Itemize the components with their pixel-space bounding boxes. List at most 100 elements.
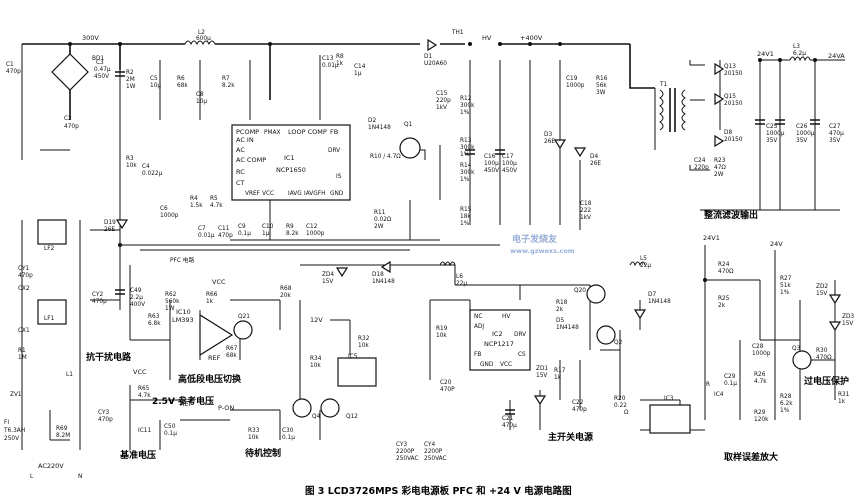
ic1-pin-fb: FB: [330, 128, 338, 136]
rail-hv: HV: [482, 34, 492, 42]
component-label: Q13: [724, 64, 736, 70]
components: [37, 38, 842, 434]
diode-symbols: [115, 38, 842, 406]
component-label: 22μ: [640, 263, 651, 269]
component-label: R10 / 4.7Ω: [370, 154, 401, 160]
component-label: IC5: [348, 354, 358, 360]
component-label: R63: [148, 314, 160, 320]
component-label: TH1: [451, 30, 464, 36]
component-label: R1: [18, 348, 26, 354]
component-label: 470p: [218, 233, 233, 239]
component-label: R17: [554, 368, 566, 374]
ic2-box: [469, 309, 531, 371]
component-label: 250V: [4, 436, 19, 442]
component-label: 8.2k: [222, 83, 235, 89]
component-label: R8: [336, 54, 344, 60]
component-label: C18: [580, 201, 592, 207]
component-label: R12: [460, 96, 472, 102]
component-label: C22: [572, 400, 584, 406]
component-label: 35V: [829, 138, 840, 144]
component-label: R20: [614, 396, 626, 402]
component-label: 222: [580, 208, 591, 214]
component-label: 1k: [336, 61, 344, 67]
component-label: 10k: [436, 333, 447, 339]
transformer-t1: [659, 88, 686, 132]
ic5-opto: [337, 357, 377, 387]
section-ovp: 过电压保护: [804, 375, 849, 387]
component-label: R28: [780, 394, 792, 400]
component-label: D7: [648, 292, 656, 298]
ic3-opto: [649, 404, 691, 434]
component-label: R: [706, 382, 710, 388]
ic1-pin-pmax: PMAX: [264, 130, 280, 136]
component-label: R23: [714, 158, 726, 164]
component-label: 470Ω: [816, 355, 832, 361]
section-emi: 抗干扰电路: [86, 351, 132, 363]
component-label: N: [78, 474, 82, 480]
component-label: C7: [198, 226, 206, 232]
component-label: 470p: [98, 417, 113, 423]
component-label: 1%: [460, 177, 470, 183]
rail-24va: 24VA: [828, 52, 845, 60]
component-label: 2200P: [424, 449, 443, 455]
component-label: 10k: [248, 435, 259, 441]
component-label: 470P: [440, 387, 455, 393]
component-label: 1k: [838, 399, 846, 405]
component-label: 0.02Ω: [374, 217, 392, 223]
component-label: R15: [460, 207, 472, 213]
component-label: Q1: [404, 122, 413, 128]
component-label: CX1: [18, 328, 30, 334]
component-label: R67: [226, 346, 238, 352]
ic10-name: IC10: [176, 308, 191, 316]
component-label: 0.1μ: [238, 231, 251, 237]
component-label: C15: [436, 91, 448, 97]
component-label: C50: [164, 424, 176, 430]
component-label: C17: [502, 154, 514, 160]
ic1-pin-is: IS: [336, 174, 342, 180]
component-label: C28: [752, 344, 764, 350]
component-label: 1%: [460, 110, 470, 116]
component-label: R11: [374, 210, 386, 216]
component-label: C12: [306, 224, 318, 230]
component-label: R32: [358, 336, 370, 342]
component-label: 470μ: [502, 423, 517, 429]
component-label: 1%: [780, 290, 790, 296]
component-label: R5: [210, 196, 218, 202]
component-label: 1000μ: [796, 131, 815, 137]
component-label: 2W: [714, 172, 724, 178]
ic1-pin-loopcomp: LOOP COMP: [288, 128, 327, 136]
component-label: C5: [150, 76, 158, 82]
component-label: C9: [238, 224, 246, 230]
component-label: 20k: [280, 293, 291, 299]
component-label: 470p: [18, 273, 33, 279]
component-label: 2k: [718, 303, 726, 309]
component-label: 1kV: [436, 105, 447, 111]
rail-24v: 24V: [770, 240, 783, 248]
component-label: C19: [566, 76, 578, 82]
component-label: 10k: [310, 363, 321, 369]
component-label: R66: [206, 292, 218, 298]
component-label: 1000μ: [766, 131, 785, 137]
component-labels: C1470pBD1C2470pC30.47μ450VR22M1WL2600μC5…: [3, 30, 854, 480]
component-label: Q3: [792, 346, 801, 352]
component-label: 2200P: [396, 449, 415, 455]
component-label: 10μ: [196, 99, 207, 105]
ic2-pin-vcc: VCC: [500, 362, 512, 368]
component-label: R16: [596, 76, 608, 82]
component-label: 0.1μ: [164, 431, 177, 437]
component-label: 1N4148: [556, 325, 579, 331]
component-label: 220p: [436, 98, 451, 104]
component-label: L5: [640, 256, 647, 262]
component-label: 26E: [544, 139, 555, 145]
component-label: R13: [460, 138, 472, 144]
ic1-pin-ct: CT: [236, 179, 245, 187]
lf1-choke: [37, 299, 67, 325]
rail-ref-2: REF: [180, 400, 193, 408]
component-label: 3W: [596, 90, 606, 96]
component-label: L6: [456, 274, 463, 280]
ic2-pin-adj: ADJ: [474, 324, 484, 330]
component-label: ZV1: [10, 392, 22, 398]
component-label: 10k: [358, 343, 369, 349]
component-label: 1k: [206, 299, 214, 305]
rail-24v1-b: 24V1: [703, 234, 720, 242]
